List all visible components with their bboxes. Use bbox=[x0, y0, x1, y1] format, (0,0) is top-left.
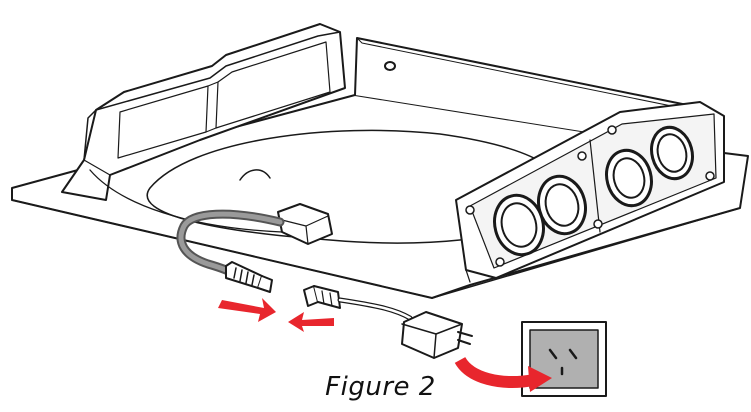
arrow-icon bbox=[288, 312, 334, 332]
speaker-driver bbox=[605, 148, 653, 208]
arrow-icon bbox=[454, 356, 552, 392]
power-cable bbox=[176, 209, 285, 281]
left-speaker-panel bbox=[61, 23, 346, 201]
cable-plug bbox=[225, 261, 273, 293]
power-adapter bbox=[401, 311, 473, 359]
speaker-driver bbox=[537, 174, 587, 236]
plug-direction-arrows bbox=[218, 298, 552, 392]
cable-connector-box bbox=[277, 203, 333, 245]
arrow-icon bbox=[218, 298, 276, 322]
figure-caption: Figure 2 bbox=[325, 372, 436, 402]
panel-wire bbox=[89, 169, 283, 233]
adapter-jack bbox=[303, 285, 413, 321]
speaker-drivers bbox=[493, 125, 694, 257]
speaker-driver bbox=[650, 125, 694, 181]
